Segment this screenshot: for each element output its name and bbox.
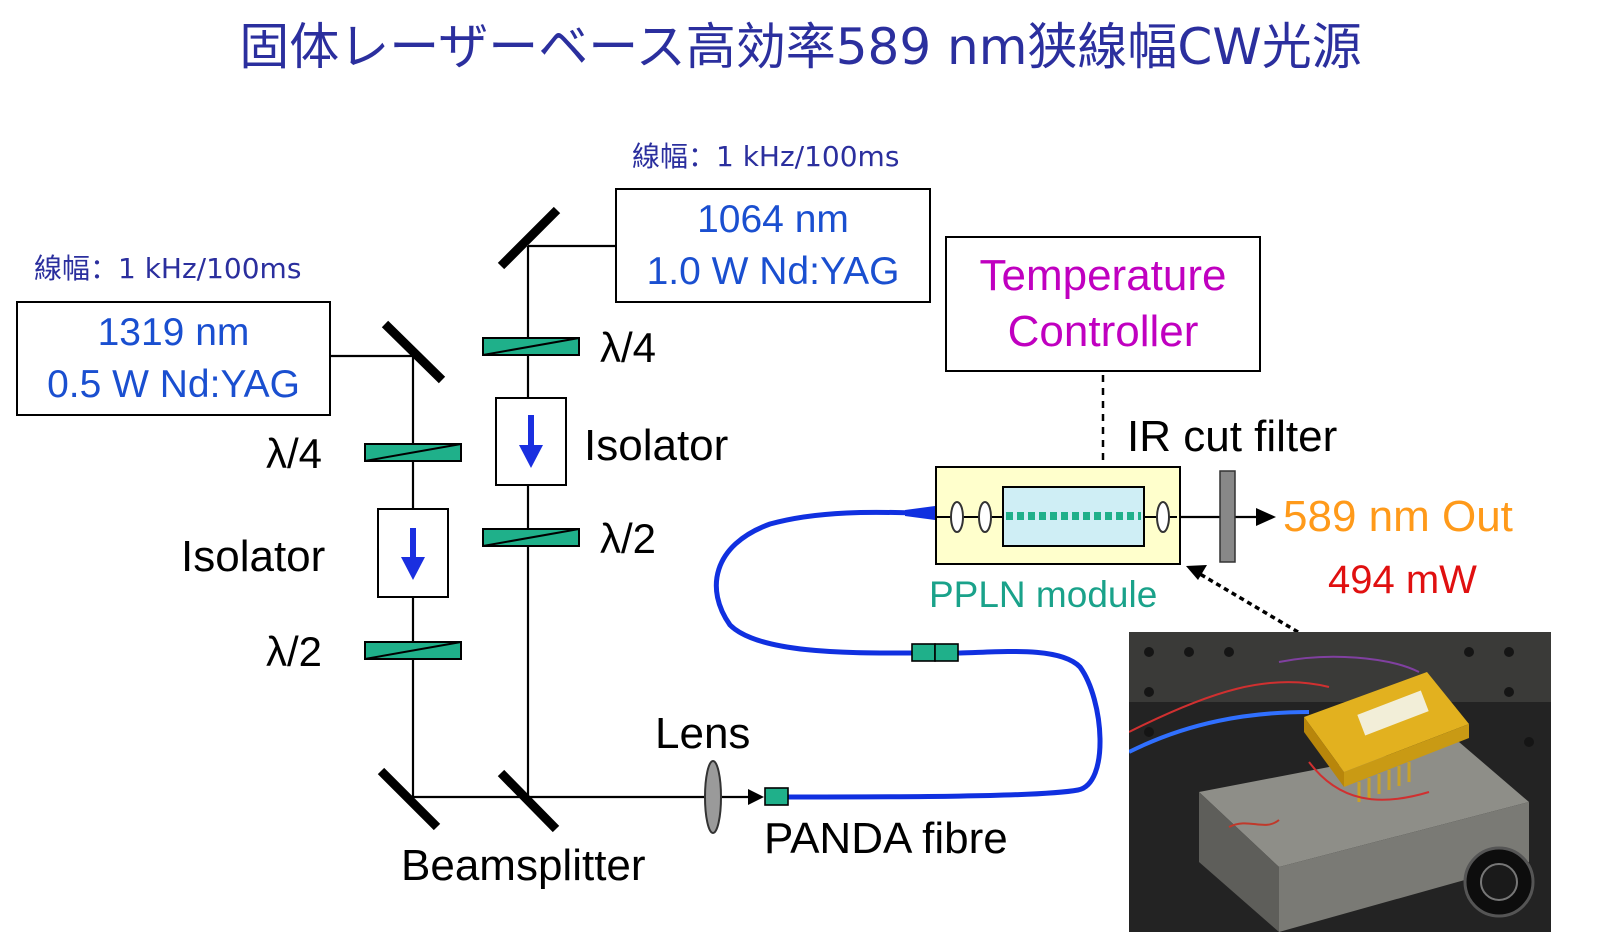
temperature-controller-box: Temperature Controller [945,236,1261,372]
laser-1319-box: 1319 nm 0.5 W Nd:YAG [16,301,331,416]
ppln-module-photo [1129,632,1551,932]
mirror-icon [497,769,560,833]
waveplates [364,337,580,660]
fibre-connector [911,643,959,662]
laser-1319-spec: 0.5 W Nd:YAG [47,362,300,406]
waveplate-icon [482,528,580,547]
ir-filter-label: IR cut filter [1127,412,1338,461]
isolator-label-left: Isolator [181,532,326,581]
arrow-right-icon [1256,508,1276,526]
down-arrow-icon [519,415,543,468]
mirror-icon [381,320,446,384]
page-title: 固体レーザーベース高効率589 nm狭線幅CW光源 [239,18,1362,76]
laser-1064-spec: 1.0 W Nd:YAG [646,249,900,293]
down-arrow-icon [401,528,425,580]
laser-1319-wavelength: 1319 nm [97,310,250,354]
arrow-right-icon [748,789,764,805]
coupling-lens-icon [978,501,992,533]
beamsplitter-label: Beamsplitter [401,841,646,890]
fibre-label: PANDA fibre [764,814,1008,863]
isolator-label-right: Isolator [584,421,729,470]
coupling-lens-icon [950,501,964,533]
temperature-controller-line2: Controller [1007,307,1199,356]
laser-1319-linewidth: 線幅：1 kHz/100ms [34,252,302,285]
mirror-icon [497,206,561,270]
waveplate-icon [482,337,580,356]
output-label: 589 nm Out [1283,492,1513,541]
isolator-left [377,508,449,598]
fibre-ferrule [905,506,935,520]
pointer-arrowhead-icon [1186,565,1207,580]
fibre-input-coupler [764,787,789,806]
lens-icon [704,760,722,834]
ppln-label: PPLN module [929,574,1158,615]
photo-illustration [1129,632,1551,932]
panda-fibre [713,509,1103,800]
waveplate-icon [364,641,462,660]
photo-pointer [1199,572,1299,634]
half-wave-label-left: λ/2 [266,628,323,675]
waveplate-icon [364,443,462,462]
filter-icon [1219,470,1236,563]
quarter-wave-label-right: λ/4 [600,324,657,371]
laser-1064-wavelength: 1064 nm [697,197,849,241]
isolator-right [495,397,567,486]
lens-label: Lens [655,709,751,758]
half-wave-label-right: λ/2 [600,515,657,562]
ppln-module [935,466,1181,565]
mirrors [377,206,561,833]
output-power: 494 mW [1328,558,1477,602]
collimating-lens-icon [1156,501,1170,533]
laser-1064-box: 1064 nm 1.0 W Nd:YAG [615,188,931,303]
quarter-wave-label-left: λ/4 [266,430,323,477]
laser-1064-linewidth: 線幅：1 kHz/100ms [632,140,900,173]
mirror-icon [377,767,441,831]
temperature-controller-line1: Temperature [979,251,1227,300]
